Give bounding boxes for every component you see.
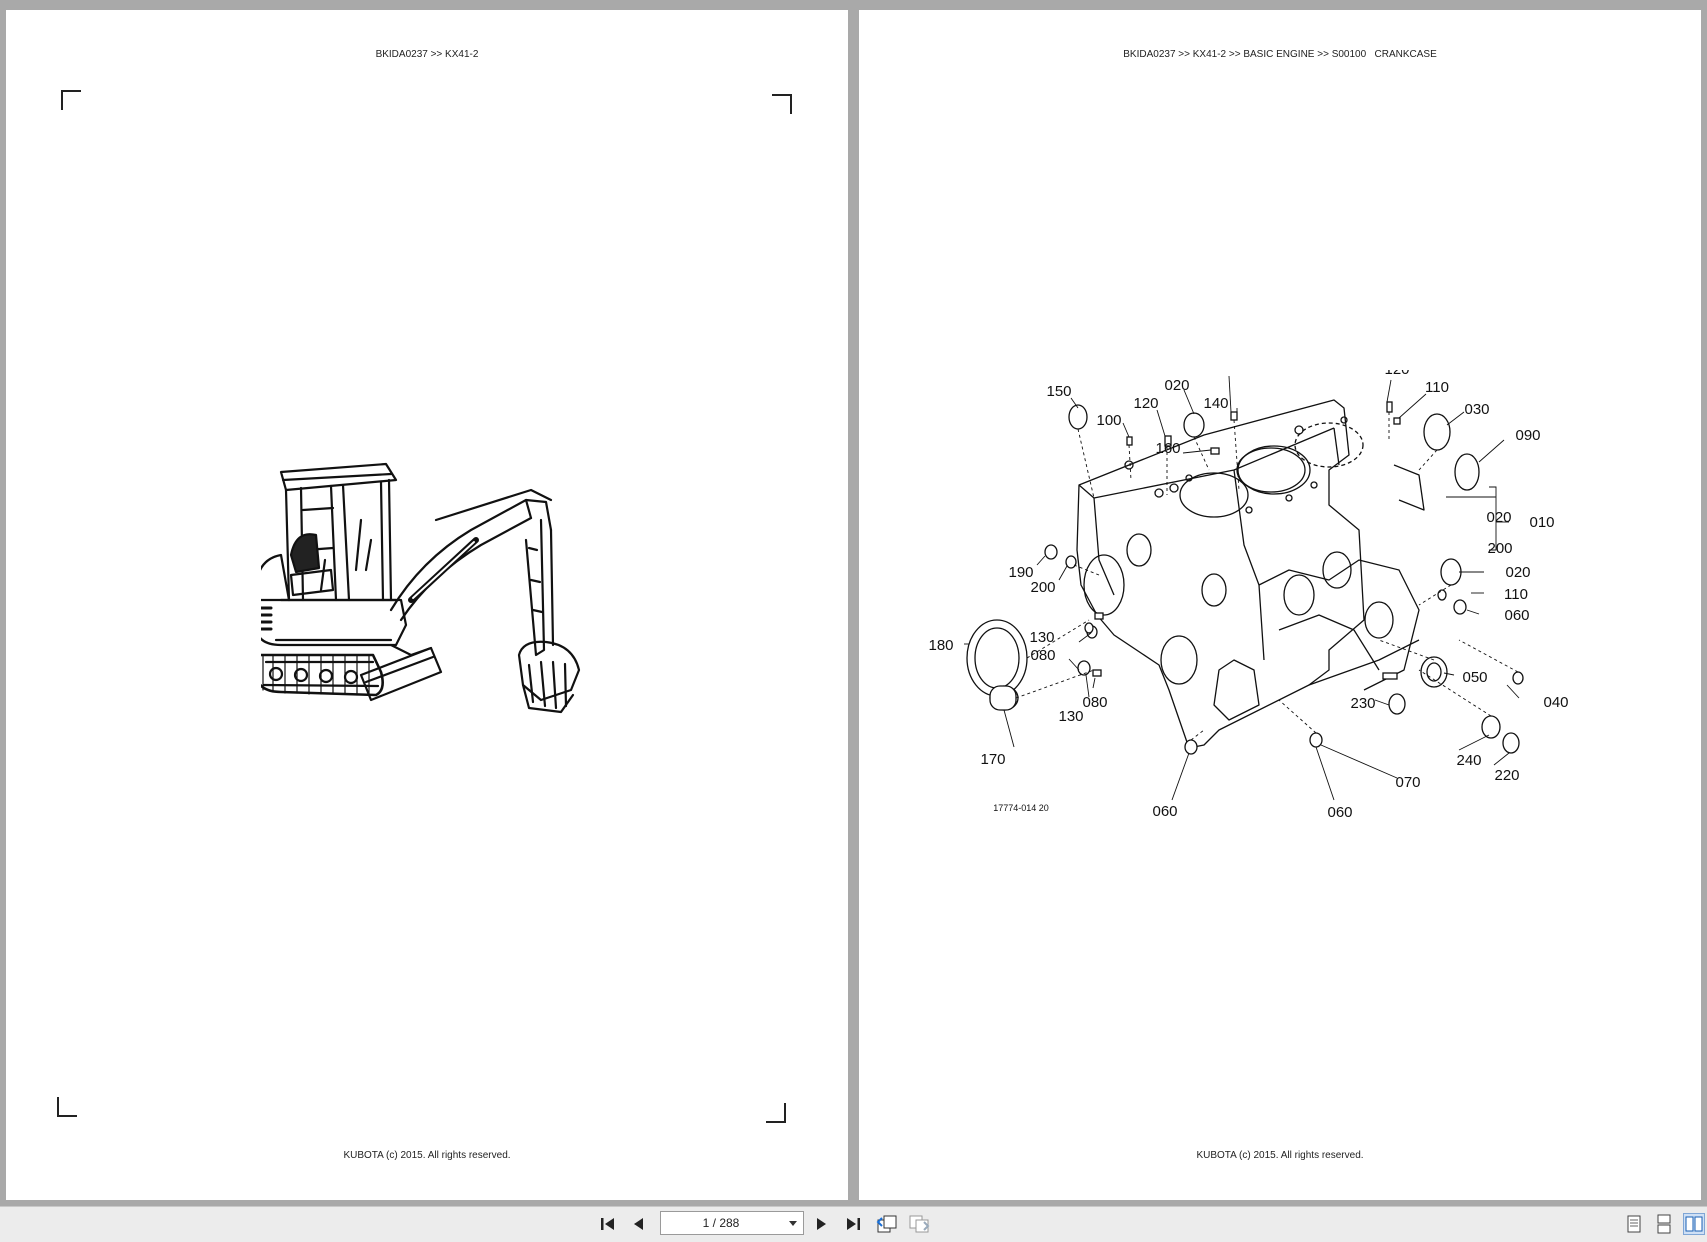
callout-label: 230	[1350, 695, 1375, 712]
crop-mark-bottom-right	[766, 1103, 786, 1123]
callout-label: 220	[1494, 767, 1519, 784]
callout-label: 050	[1462, 669, 1487, 686]
callout-label: 110	[1425, 379, 1449, 396]
callout-label: 120	[1384, 370, 1409, 378]
callout-label: 140	[1203, 395, 1228, 412]
crop-mark-bottom-left	[57, 1097, 77, 1117]
callout-label: 130	[1058, 708, 1083, 725]
next-page-icon[interactable]	[810, 1213, 832, 1235]
document-page-right: BKIDA0237 >> KX41-2 >> BASIC ENGINE >> S…	[859, 10, 1701, 1200]
callout-label: 200	[1030, 579, 1055, 596]
callout-label: 010	[1529, 514, 1554, 531]
continuous-view-icon[interactable]	[1653, 1213, 1675, 1235]
callout-label: 110	[1504, 586, 1528, 603]
crankcase-parts-diagram: 210 120 150 020 110 030 120 140 100 090 …	[928, 370, 1568, 821]
crop-mark-top-left	[61, 90, 81, 110]
chevron-down-icon[interactable]	[789, 1221, 797, 1226]
document-page-left: BKIDA0237 >> KX41-2	[6, 10, 848, 1200]
page-footer: KUBOTA (c) 2015. All rights reserved.	[343, 1150, 511, 1161]
callout-label: 060	[1327, 804, 1352, 821]
callout-label: 020	[1164, 377, 1189, 394]
single-page-view-icon[interactable]	[1623, 1213, 1645, 1235]
go-back-icon[interactable]	[876, 1213, 898, 1235]
callout-label: 080	[1030, 647, 1055, 664]
callout-label: 090	[1515, 427, 1540, 444]
last-page-icon[interactable]	[842, 1213, 864, 1235]
callout-label: 150	[1046, 383, 1071, 400]
callout-label: 060	[1152, 803, 1177, 820]
excavator-illustration	[261, 462, 581, 714]
callout-label: 080	[1082, 694, 1107, 711]
page-number-field[interactable]: 1 / 288	[660, 1211, 804, 1235]
viewer-toolbar: 1 / 288	[0, 1206, 1707, 1242]
callout-label: 190	[1008, 564, 1033, 581]
page-indicator: 1 / 288	[702, 1216, 740, 1230]
two-page-view-icon[interactable]	[1683, 1213, 1705, 1235]
previous-page-icon[interactable]	[628, 1213, 650, 1235]
callout-label: 240	[1456, 752, 1481, 769]
callout-label: 180	[928, 637, 953, 654]
go-forward-icon[interactable]	[908, 1213, 930, 1235]
callout-label: 040	[1543, 694, 1568, 711]
page-header: BKIDA0237 >> KX41-2	[375, 49, 479, 60]
page-footer: KUBOTA (c) 2015. All rights reserved.	[1196, 1150, 1364, 1161]
callout-label: 030	[1464, 401, 1489, 418]
callout-label: 070	[1395, 774, 1420, 791]
callout-label: 160	[1155, 440, 1180, 457]
figure-id: 17774-014 20	[993, 803, 1049, 813]
callout-label: 130	[1029, 629, 1054, 646]
callout-label: 120	[1133, 395, 1158, 412]
callout-label: 100	[1096, 412, 1121, 429]
callout-label: 170	[980, 751, 1005, 768]
callout-label: 060	[1504, 607, 1529, 624]
first-page-icon[interactable]	[597, 1213, 619, 1235]
callout-label: 020	[1505, 564, 1530, 581]
page-header: BKIDA0237 >> KX41-2 >> BASIC ENGINE >> S…	[1123, 49, 1437, 60]
crop-mark-top-right	[772, 94, 792, 114]
callout-label: 020	[1486, 509, 1511, 526]
callout-label: 200	[1487, 540, 1512, 557]
